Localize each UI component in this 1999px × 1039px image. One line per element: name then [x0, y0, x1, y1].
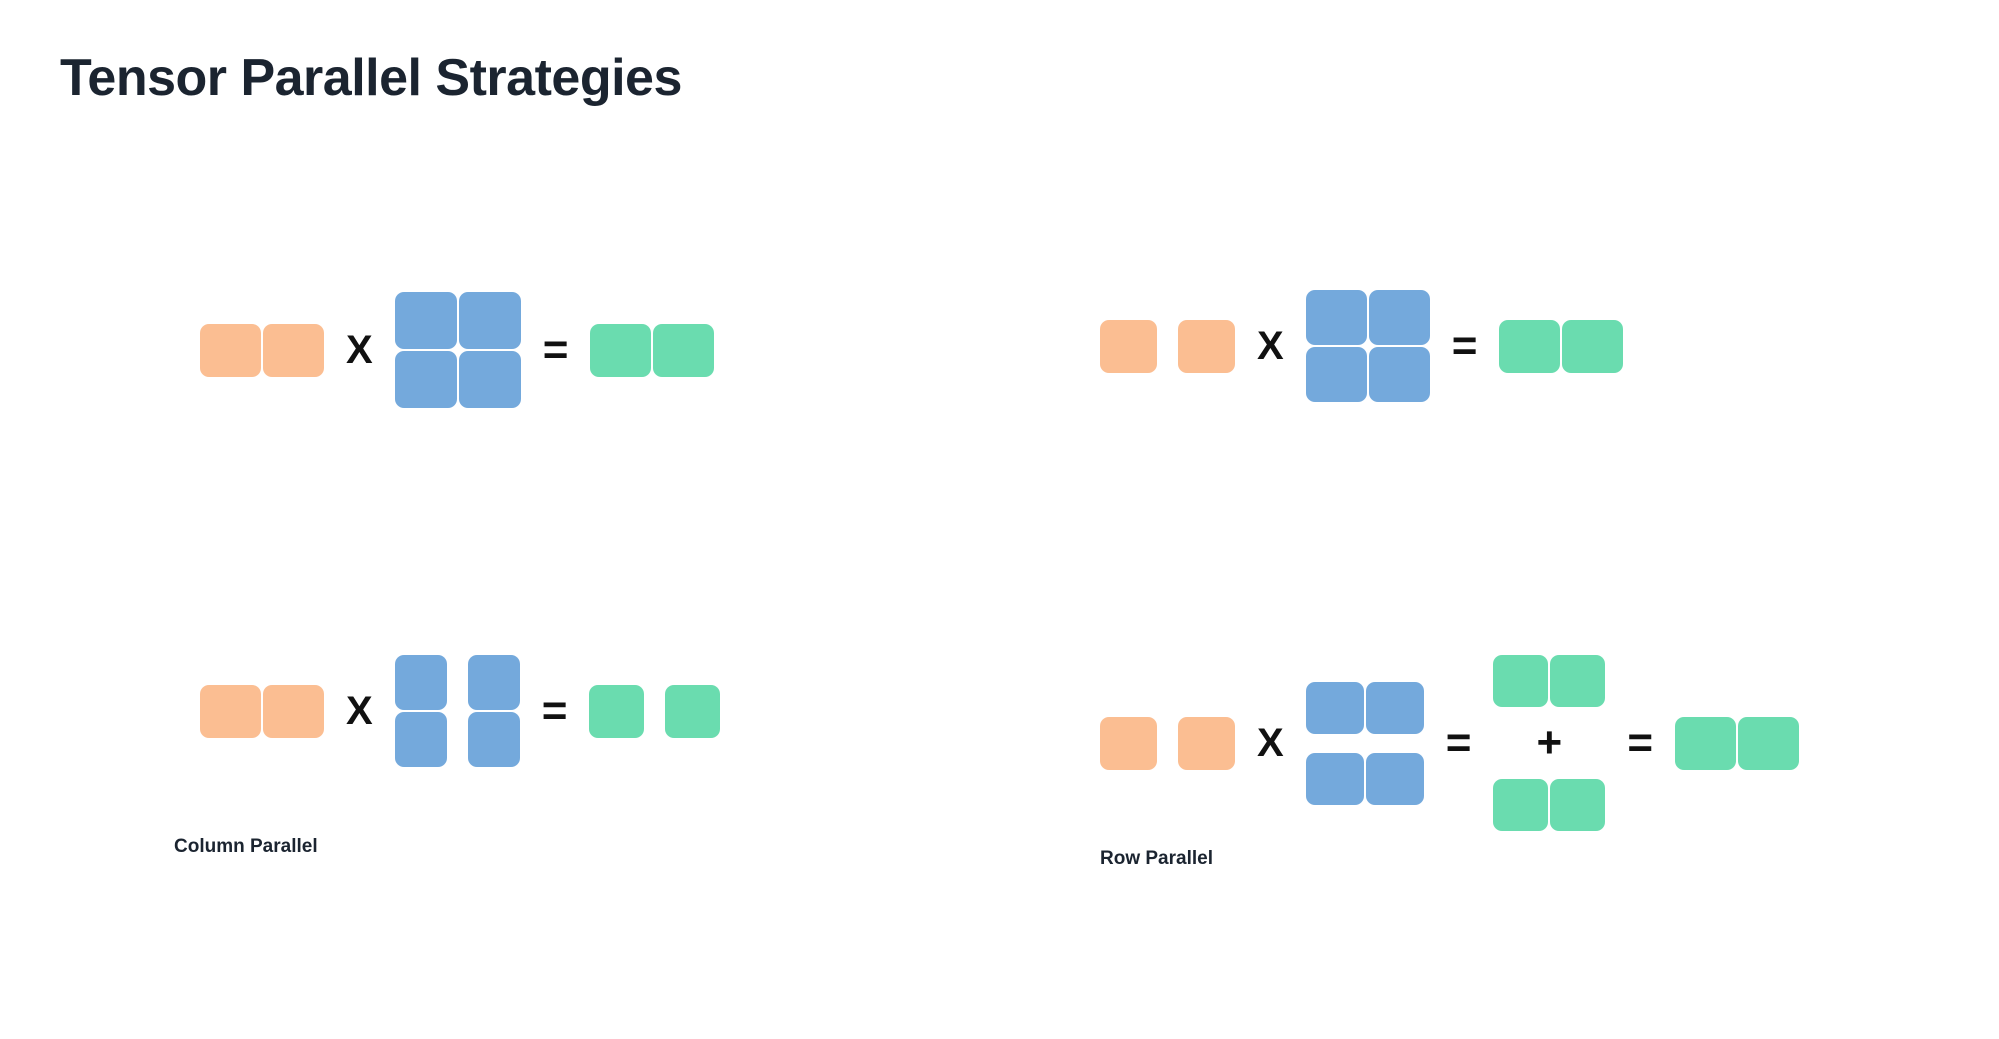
matrix-row	[394, 292, 521, 349]
output-activations-column-sharded	[589, 684, 721, 738]
weight-matrix-column-sharded	[394, 655, 520, 767]
matrix-row	[1493, 779, 1606, 831]
matrix-row	[1305, 347, 1430, 402]
matrix-cell-shard-1	[665, 684, 721, 738]
matrix-cell	[200, 323, 261, 377]
operator-equals: =	[1627, 718, 1654, 767]
matrix-row	[589, 684, 721, 738]
matrix-row-shard-0	[1305, 681, 1424, 734]
matrix-cell	[590, 323, 652, 377]
caption-column-parallel: Column Parallel	[174, 836, 318, 857]
matrix-cell	[1738, 716, 1800, 770]
matrix-cell	[1562, 319, 1624, 373]
matrix-cell	[1305, 752, 1364, 805]
matrix-cell-shard-0	[394, 655, 447, 710]
input-activations	[200, 323, 324, 377]
matrix-row	[1100, 716, 1235, 770]
matrix-cell	[1305, 347, 1367, 402]
weight-matrix	[394, 292, 521, 408]
partial-sum-rank-0	[1493, 655, 1606, 707]
operator-equals: =	[541, 686, 568, 735]
matrix-cell	[1305, 681, 1364, 734]
page-title: Tensor Parallel Strategies	[60, 49, 682, 107]
matrix-row-shard-1	[1305, 752, 1424, 805]
operator-equals: =	[542, 325, 569, 374]
matrix-row	[1305, 290, 1430, 345]
matrix-row	[1499, 319, 1624, 373]
partial-sums: +	[1493, 655, 1606, 831]
matrix-row	[590, 323, 715, 377]
matrix-cell	[1499, 319, 1561, 373]
operator-multiply: X	[346, 689, 373, 733]
matrix-cell-shard-1	[1178, 716, 1235, 770]
operator-multiply: X	[346, 328, 373, 372]
operator-multiply: X	[1257, 721, 1284, 765]
matrix-cell	[1368, 290, 1430, 345]
matrix-cell	[458, 351, 521, 408]
matrix-cell	[200, 684, 261, 738]
operator-equals: =	[1451, 321, 1478, 370]
matrix-cell-shard-0	[1100, 716, 1157, 770]
matrix-cell	[394, 292, 457, 349]
matrix-cell-shard-1	[467, 712, 520, 767]
output-activations	[1499, 319, 1624, 373]
operator-multiply: X	[1257, 324, 1284, 368]
matrix-cell	[1550, 779, 1606, 831]
matrix-cell	[263, 684, 324, 738]
diagram-row-parallel-sharded: X = + =	[1100, 655, 1800, 831]
matrix-cell	[1368, 347, 1430, 402]
matrix-cell	[458, 292, 521, 349]
matrix-row	[394, 351, 521, 408]
operator-equals: =	[1445, 718, 1472, 767]
matrix-cell	[394, 351, 457, 408]
matrix-row	[200, 323, 324, 377]
matrix-cell-shard-0	[589, 684, 645, 738]
diagram-column-parallel-sharded: X =	[200, 655, 721, 767]
matrix-cell	[1365, 681, 1424, 734]
matrix-cell	[1493, 779, 1549, 831]
matrix-cell-shard-1	[1178, 319, 1235, 373]
diagram-row-parallel-unsharded: X =	[1100, 290, 1624, 402]
matrix-cell	[1305, 290, 1367, 345]
matrix-cell	[263, 323, 324, 377]
matrix-cell-shard-1	[467, 655, 520, 710]
matrix-cell	[653, 323, 715, 377]
output-activations	[590, 323, 715, 377]
matrix-cell	[1493, 655, 1549, 707]
weight-matrix	[1305, 290, 1430, 402]
input-activations-column-sharded	[1100, 716, 1235, 770]
matrix-row	[394, 712, 520, 767]
matrix-row	[1675, 716, 1800, 770]
matrix-row	[1493, 655, 1606, 707]
matrix-cell-shard-0	[394, 712, 447, 767]
matrix-cell	[1365, 752, 1424, 805]
weight-matrix-row-sharded	[1305, 681, 1424, 805]
operator-plus: +	[1536, 718, 1563, 767]
input-activations	[200, 684, 324, 738]
caption-row-parallel: Row Parallel	[1100, 848, 1213, 869]
input-activations-column-sharded	[1100, 319, 1235, 373]
matrix-row	[1100, 319, 1235, 373]
diagram-column-parallel-unsharded: X =	[200, 292, 715, 408]
reduced-output-activations	[1675, 716, 1800, 770]
matrix-row	[200, 684, 324, 738]
matrix-cell	[1675, 716, 1737, 770]
matrix-cell-shard-0	[1100, 319, 1157, 373]
matrix-row	[394, 655, 520, 710]
matrix-cell	[1550, 655, 1606, 707]
partial-sum-rank-1	[1493, 779, 1606, 831]
